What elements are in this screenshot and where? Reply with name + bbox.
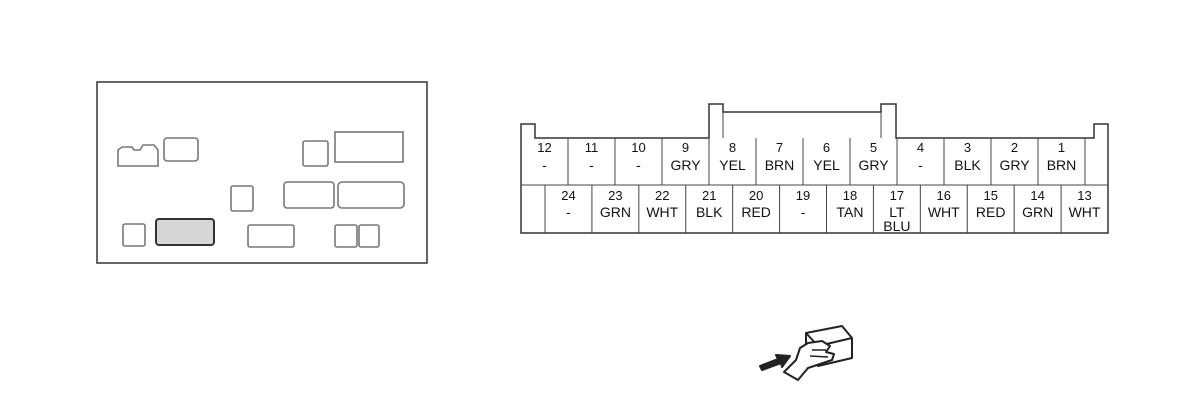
pin-number: 23 [608, 188, 622, 203]
locator-connector-f [337, 181, 405, 209]
wire-color: YEL [813, 157, 840, 173]
wire-color: BRN [765, 157, 795, 173]
pin-number: 16 [937, 188, 951, 203]
pin-number: 1 [1058, 140, 1065, 155]
wire-color: GRY [999, 157, 1030, 173]
locator-connector-c [334, 131, 404, 163]
locator-connector-d [230, 185, 254, 212]
pin-number: 2 [1011, 140, 1018, 155]
pin-number: 9 [682, 140, 689, 155]
hand-pushing-connector-icon [759, 325, 853, 381]
wire-color: RED [741, 204, 771, 220]
wire-color: BLK [696, 204, 723, 220]
wire-color: GRN [1022, 204, 1053, 220]
wire-color: YEL [719, 157, 746, 173]
wire-color: - [542, 157, 547, 173]
pin-number: 24 [561, 188, 575, 203]
locator-connector-j [358, 224, 380, 248]
locator-connector-b [302, 140, 329, 167]
pin-number: 4 [917, 140, 924, 155]
wire-color: WHT [1069, 204, 1101, 220]
wire-color: BLK [954, 157, 981, 173]
connector-face: 12-11-10-9GRY8YEL7BRN6YEL5GRY4-3BLK2GRY1… [520, 103, 1109, 234]
locator-connector-g [122, 223, 146, 247]
top-row-dividers [567, 138, 1086, 185]
pin-number: 15 [983, 188, 997, 203]
wire-color: - [636, 157, 641, 173]
pin-number: 12 [537, 140, 551, 155]
locator-connector-h [247, 224, 295, 248]
pin-number: 18 [843, 188, 857, 203]
locator-connector-i [334, 224, 358, 248]
locator-panel [96, 81, 428, 264]
pin-number: 13 [1077, 188, 1091, 203]
wire-color: GRY [858, 157, 889, 173]
locator-connector-highlighted [155, 218, 215, 246]
hand-fingers [809, 349, 829, 358]
wire-color: BRN [1047, 157, 1077, 173]
wire-color: GRY [670, 157, 701, 173]
pin-number: 22 [655, 188, 669, 203]
wire-color: GRN [600, 204, 631, 220]
wire-color: TAN [836, 204, 863, 220]
wire-color: - [589, 157, 594, 173]
pin-number: 5 [870, 140, 877, 155]
wire-color: RED [976, 204, 1006, 220]
wire-color: WHT [928, 204, 960, 220]
push-arrow [759, 354, 791, 371]
locator-panel-outline [96, 81, 428, 264]
pin-number: 19 [796, 188, 810, 203]
bottom-row-dividers [544, 185, 1062, 233]
pin-number: 6 [823, 140, 830, 155]
pin-number: 8 [729, 140, 736, 155]
locator-connector-e [283, 181, 335, 209]
pin-number: 11 [585, 140, 599, 155]
pin-number: 17 [890, 188, 904, 203]
locator-connector-a [163, 137, 199, 162]
pin-number: 20 [749, 188, 763, 203]
wire-color: - [801, 204, 806, 220]
wire-color: WHT [646, 204, 678, 220]
pin-number: 3 [964, 140, 971, 155]
pin-number: 14 [1030, 188, 1044, 203]
locator-connector-notched [117, 144, 159, 167]
pin-number: 21 [702, 188, 716, 203]
wire-color: - [918, 157, 923, 173]
pin-number: 7 [776, 140, 783, 155]
wire-color: - [566, 204, 571, 220]
hand [783, 340, 835, 381]
pin-number: 10 [631, 140, 645, 155]
